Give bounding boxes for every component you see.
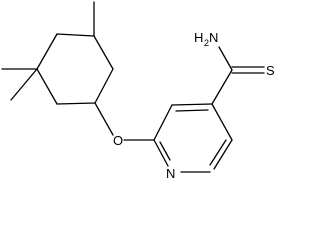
bond-py-c4-c5 (211, 103, 233, 141)
bond-gem-methyl-down (10, 68, 38, 101)
bond-py-c5-c6-inner (209, 139, 227, 166)
bond-py-c3-c4-inner (175, 109, 209, 112)
amine-n-label: N (209, 30, 218, 45)
atom-labels: H 2 N S O N (113, 30, 275, 181)
amine-h-count: 2 (204, 38, 209, 48)
bond-py-n-c2-inner (159, 141, 171, 161)
pyridine-nitrogen-label: N (166, 166, 175, 181)
bond-py-n-c2 (153, 139, 169, 167)
bond-thioamide-to-nh2 (218, 46, 233, 71)
bond-ring-to-oxygen (94, 102, 114, 136)
bond-py-c5-c6 (213, 139, 233, 170)
bond-ring-c3-c4 (94, 68, 114, 104)
bond-ring-c5-c6 (36, 68, 58, 105)
bonds (1, 1, 265, 173)
bond-ring-c1-c2 (56, 33, 95, 37)
structure-diagram: H 2 N S O N (1, 1, 275, 181)
bond-ring-c2-c3 (93, 35, 114, 70)
amine-h-label: H (194, 30, 203, 45)
sulfur-label: S (266, 63, 275, 78)
bond-py-c2-c3 (153, 104, 173, 141)
bond-ring-c4-c5 (56, 102, 96, 105)
bond-ring-c6-c1 (36, 33, 58, 70)
bond-ring-to-thioamide (211, 69, 233, 105)
amine-group-label: H 2 N (194, 30, 218, 48)
oxygen-label: O (113, 133, 123, 148)
bond-py-c3-c4 (171, 103, 213, 106)
